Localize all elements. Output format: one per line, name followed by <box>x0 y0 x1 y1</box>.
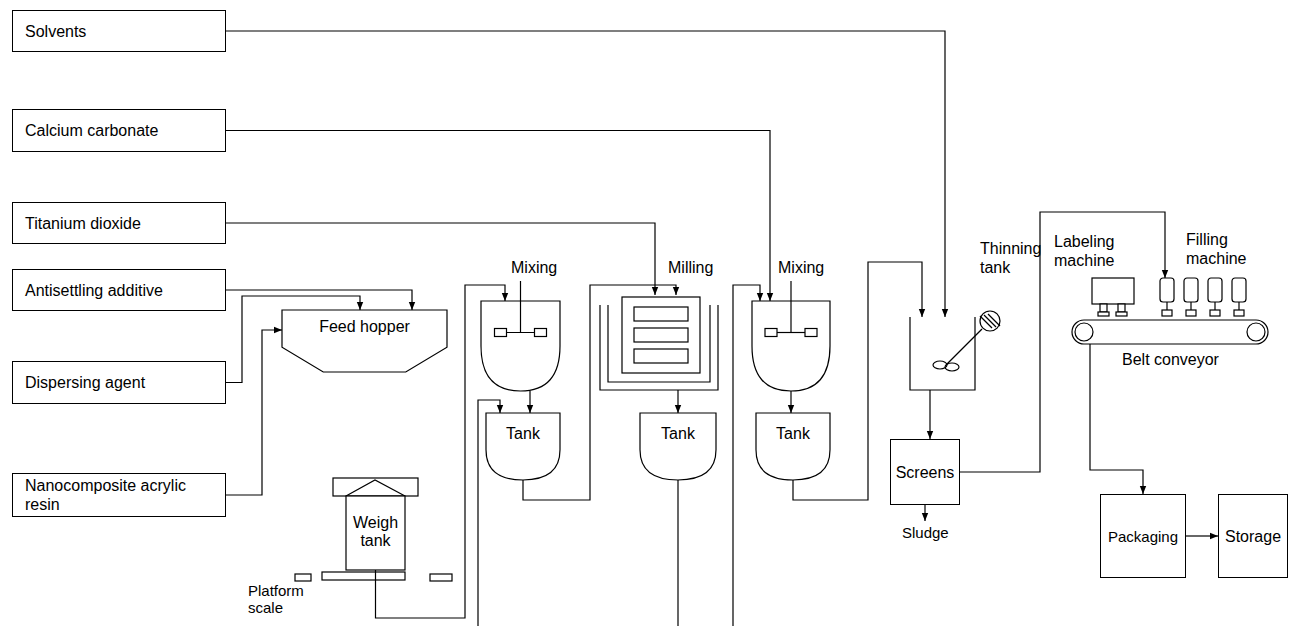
flow-connector <box>226 131 770 302</box>
flow-connector <box>929 390 930 439</box>
equipment-heading: Milling <box>668 258 738 277</box>
weigh-hopper-cone <box>346 480 405 496</box>
node-label: Antisettling additive <box>25 281 163 300</box>
thin-outline <box>910 317 975 390</box>
filler-outline <box>1150 278 1250 318</box>
scale-label: Platform scale <box>248 582 318 616</box>
labeler-outline <box>1092 278 1134 318</box>
flow-connector <box>1186 535 1218 536</box>
node-label: Storage <box>1225 527 1281 546</box>
material-box: Nanocomposite acrylic resin <box>12 473 226 517</box>
equipment-heading: Filling machine <box>1186 230 1258 268</box>
node-label: Tank <box>756 425 830 443</box>
filling-machine: Filling machine <box>1150 278 1250 318</box>
thinning-tank: Thinning tank <box>910 317 975 390</box>
node-label: Dispersing agent <box>25 373 145 392</box>
conveyor-outline <box>1072 320 1268 344</box>
feed-hopper: Feed hopper <box>282 310 447 372</box>
weigh-tank: Weigh tank <box>346 496 405 570</box>
scale-foot <box>295 574 311 581</box>
material-box: Antisettling additive <box>12 269 226 311</box>
equipment-heading: Mixing <box>511 258 581 277</box>
equipment-heading: Thinning tank <box>980 239 1060 277</box>
labeling-machine: Labeling machine <box>1092 278 1134 318</box>
equipment-heading: Belt conveyor <box>1122 350 1242 369</box>
flow-connector <box>790 391 791 413</box>
belt-conveyor: Belt conveyor <box>1072 320 1268 344</box>
milling-vessel: Milling <box>600 295 718 390</box>
scale-foot <box>430 574 452 581</box>
material-box: Dispersing agent <box>12 361 226 404</box>
node-label: Tank <box>486 425 560 443</box>
node-label: Feed hopper <box>282 318 447 336</box>
node-label: Screens <box>896 463 955 482</box>
material-box: Titanium dioxide <box>12 202 226 244</box>
node-label: Nanocomposite acrylic resin <box>25 476 213 514</box>
node-label: Solvents <box>25 22 86 41</box>
holding-tank: Tank <box>486 413 560 480</box>
flow-connector <box>226 290 412 310</box>
scale-plate <box>322 572 405 580</box>
material-box: Calcium carbonate <box>12 109 226 152</box>
mixer-outline <box>752 301 830 391</box>
tank-outline <box>756 413 830 480</box>
sludge-line <box>924 505 925 521</box>
packaging-box: Packaging <box>1100 494 1186 578</box>
sludge-label: Sludge <box>902 524 962 541</box>
tank-outline <box>486 413 560 480</box>
holding-tank: Tank <box>640 413 716 480</box>
mixer-outline <box>481 301 560 391</box>
node-label: Calcium carbonate <box>25 121 158 140</box>
outlet-line <box>677 480 678 626</box>
screens-box: Screens <box>890 439 960 505</box>
node-label: Weigh tank <box>346 514 405 550</box>
node-label: Tank <box>640 425 716 443</box>
tank-outline <box>640 413 716 480</box>
flow-connector <box>226 330 282 495</box>
holding-tank: Tank <box>756 413 830 480</box>
node-label: Titanium dioxide <box>25 214 141 233</box>
mill-outline <box>600 295 718 390</box>
material-box: Solvents <box>12 10 226 52</box>
storage-box: Storage <box>1218 494 1288 578</box>
weigh-frame <box>333 478 418 496</box>
flow-connector <box>226 223 655 295</box>
mixing-vessel: Mixing <box>752 301 830 391</box>
flow-connector <box>226 31 945 317</box>
equipment-heading: Labeling machine <box>1054 232 1136 270</box>
mixing-vessel: Mixing <box>481 301 560 391</box>
flow-connector <box>677 390 678 413</box>
flow-connector <box>529 391 530 413</box>
node-label: Packaging <box>1108 527 1178 546</box>
equipment-heading: Mixing <box>778 258 848 277</box>
